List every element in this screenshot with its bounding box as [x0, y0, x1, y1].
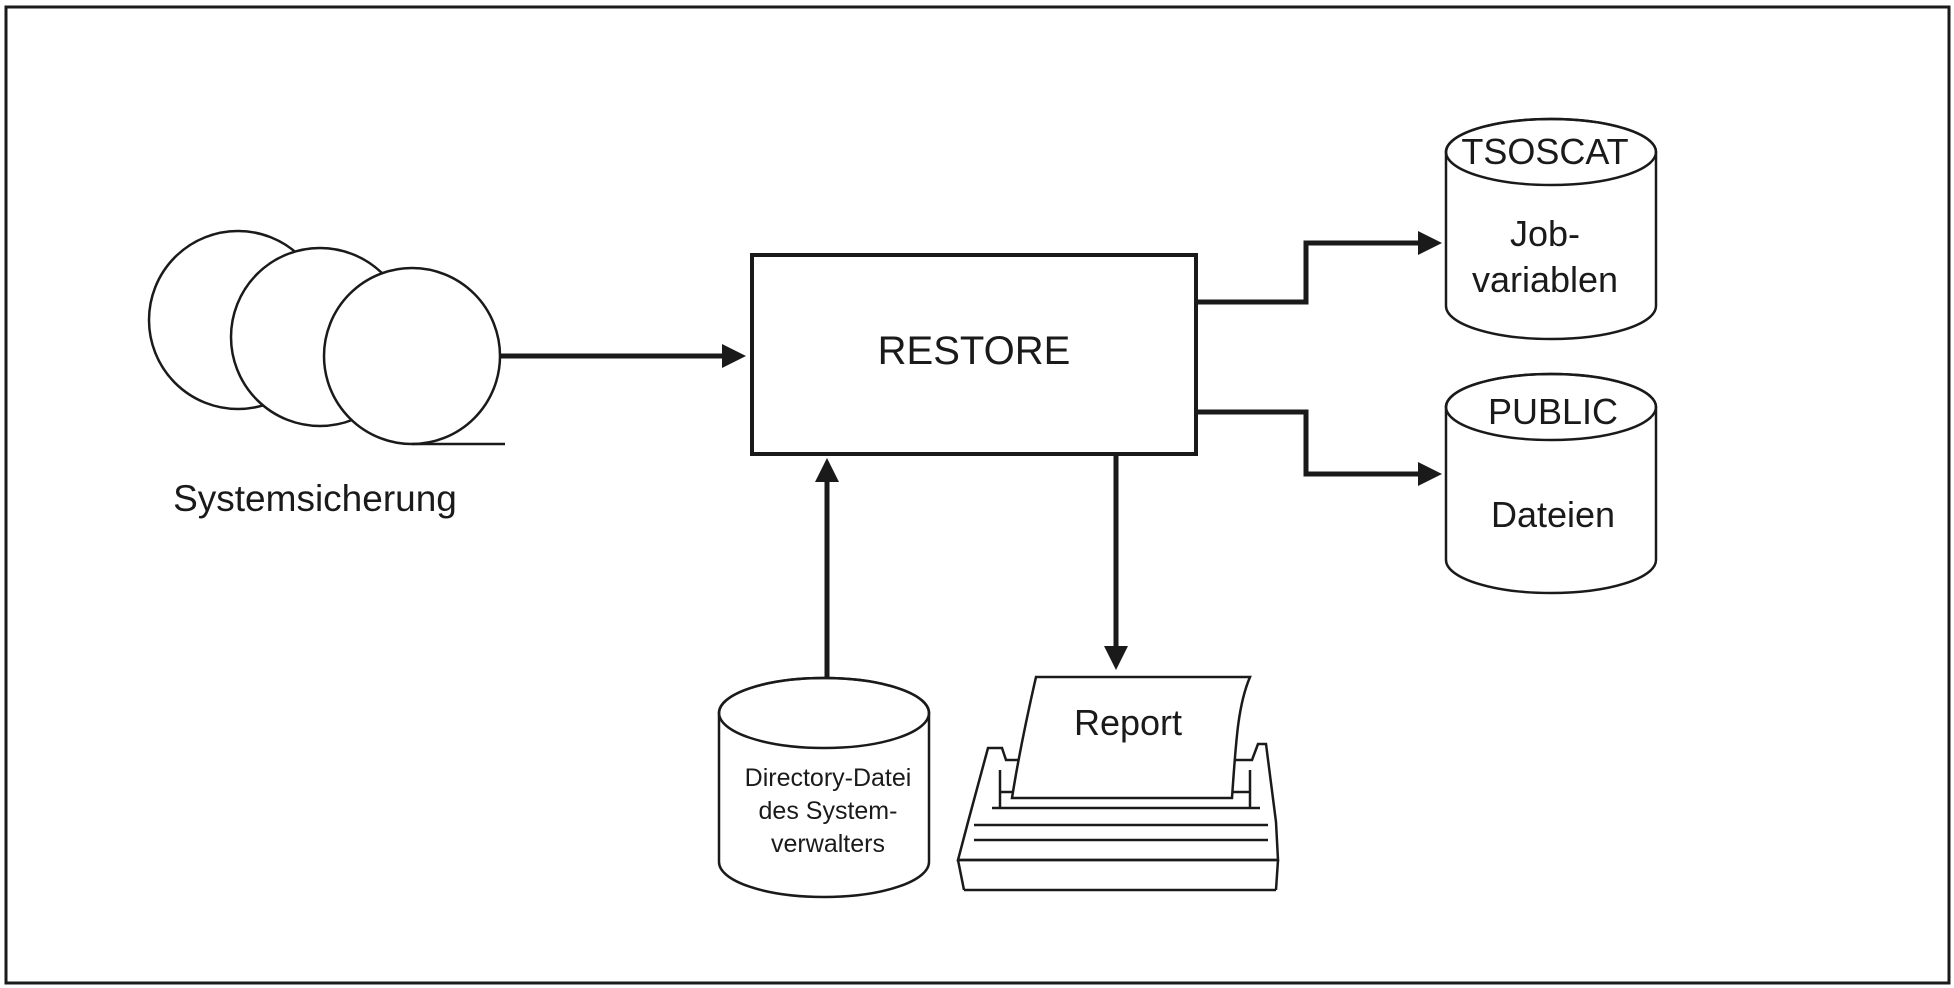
directory-disk-icon — [717, 676, 931, 899]
printer-icon — [956, 675, 1280, 892]
arrow-restore-to-public — [1198, 409, 1442, 486]
tsoscat-label: TSOSCAT — [1461, 131, 1628, 172]
arrow-restore-to-tsoscat — [1198, 231, 1442, 305]
public-label: PUBLIC — [1488, 391, 1618, 432]
directory-line-2: des System- — [759, 797, 898, 825]
systemsicherung-label: Systemsicherung — [173, 478, 457, 519]
restore-process-box: RESTORE — [750, 253, 1198, 456]
arrow-restore-to-report — [1104, 456, 1128, 670]
directory-line-1: Directory-Datei — [745, 764, 912, 792]
tsoscat-line-1: Job- — [1510, 213, 1580, 254]
directory-line-3: verwalters — [771, 830, 885, 858]
arrow-directory-to-restore — [815, 458, 839, 678]
tape-reels-icon — [147, 229, 505, 446]
restore-label: RESTORE — [878, 329, 1071, 373]
tsoscat-line-2: variablen — [1472, 259, 1618, 300]
public-line-1: Dateien — [1491, 494, 1615, 535]
tsoscat-disk-icon — [1444, 117, 1658, 341]
arrow-tapes-to-restore — [501, 344, 746, 368]
public-disk-icon — [1444, 372, 1658, 595]
report-label: Report — [1074, 702, 1182, 743]
